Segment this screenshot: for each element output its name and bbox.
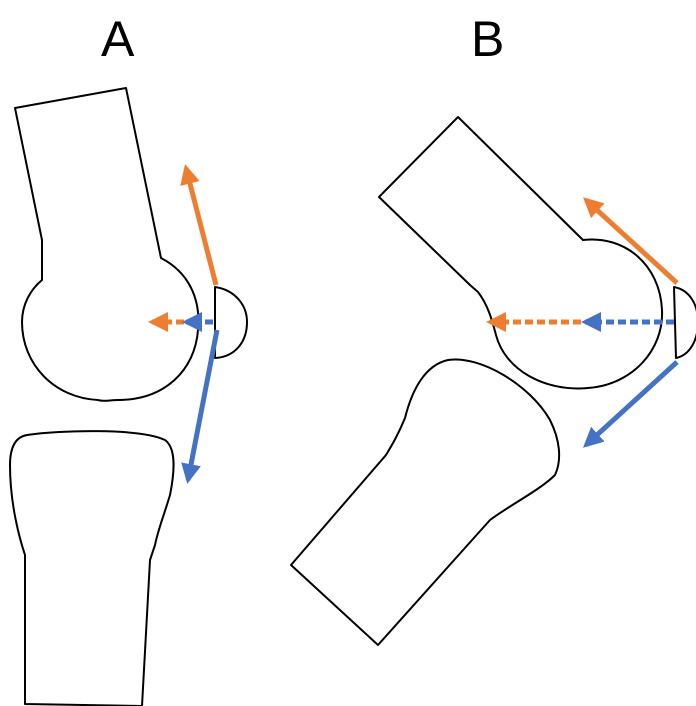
panel-a: A xyxy=(10,11,247,706)
panel-a-patella xyxy=(215,287,247,358)
panel-b-tibia xyxy=(291,359,559,645)
panel-a-label: A xyxy=(101,11,135,67)
panel-b-femur xyxy=(379,117,662,388)
panel-b-patella xyxy=(674,287,696,358)
panel-a-femur xyxy=(15,88,198,401)
panel-b-label: B xyxy=(471,11,504,67)
panel-a-tibia xyxy=(10,431,174,706)
panel-a-orange-solid-arrow xyxy=(186,168,216,285)
panel-b: B xyxy=(291,11,696,645)
